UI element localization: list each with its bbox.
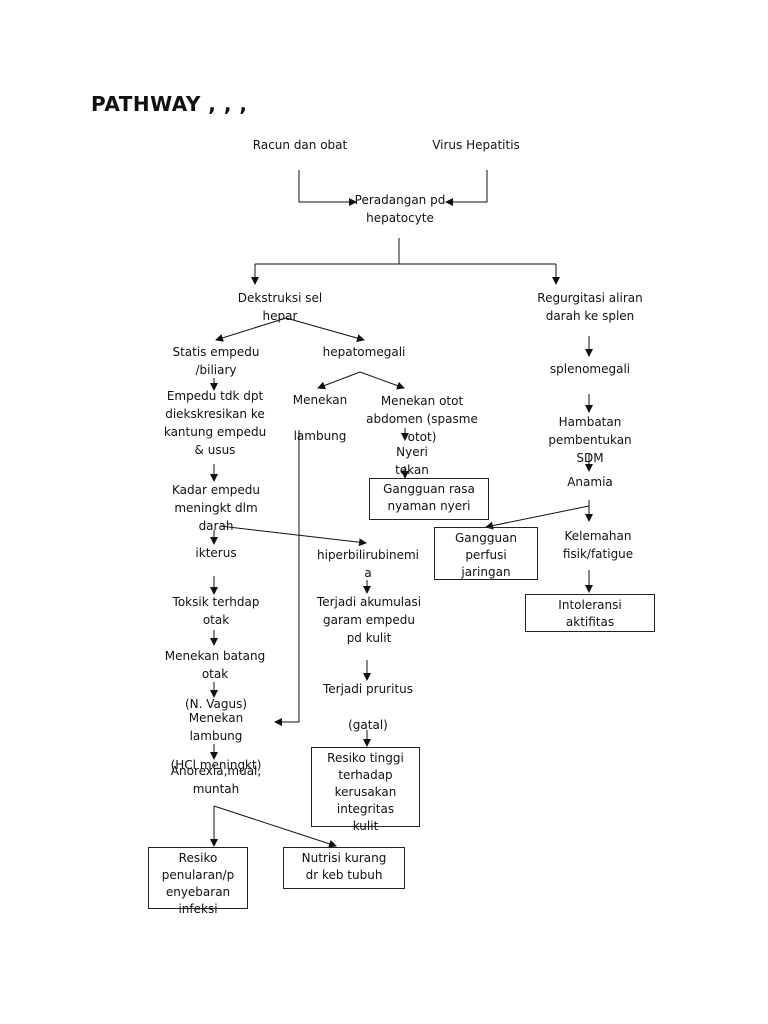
connector-anamia-perfusi	[485, 505, 590, 530]
node-statis-empedu: Statis empedu /biliary	[172, 345, 260, 377]
node-peradangan: Peradangan pd hepatocyte	[354, 193, 446, 225]
node-dekstruksi-sel: Dekstruksi sel hepar	[237, 291, 323, 323]
connector-hepato-otot	[359, 371, 405, 390]
node-hepatomegali: hepatomegali	[322, 345, 406, 359]
node-kadar-empedu: Kadar empedu meningkt dlm darah	[171, 483, 261, 533]
node-virus-hepatitis: Virus Hepatitis	[432, 138, 520, 152]
box-resiko-penularan: Resiko penularan/p enyebaran infeksi	[148, 847, 248, 916]
node-hiperbilirubinemia: hiperbilirubinemi a	[317, 548, 419, 580]
page-title: PATHWAY , , ,	[91, 92, 248, 116]
node-nyeri-tekan: Nyeri tekan	[395, 445, 429, 477]
node-n-vagus: (N. Vagus)	[184, 697, 248, 711]
box-intoleransi-aktifitas: Intoleransi aktifitas	[525, 594, 655, 632]
node-anamia: Anamia	[567, 475, 613, 489]
node-regurgitasi: Regurgitasi aliran darah ke splen	[537, 291, 643, 323]
box-gangguan-rasa-nyaman: Gangguan rasa nyaman nyeri	[369, 478, 489, 520]
node-hambatan: Hambatan pembentukan SDM	[548, 415, 632, 465]
box-gangguan-perfusi: Gangguan perfusi jaringan	[434, 527, 538, 580]
node-hcl-meningkt: (HCl meningkt)	[170, 758, 262, 772]
node-menekan-lambung-1: Menekan lambung	[292, 393, 348, 443]
node-akumulasi-garam: Terjadi akumulasi garam empedu pd kulit	[316, 595, 422, 645]
node-menekan-otot: Menekan otot abdomen (spasme otot)	[366, 394, 478, 444]
node-empedu-tdk-dpt: Empedu tdk dpt diekskresikan ke kantung …	[163, 389, 267, 457]
node-kelemahan: Kelemahan fisik/fatigue	[562, 529, 634, 561]
node-ikterus: ikterus	[195, 546, 237, 560]
box-nutrisi-kurang: Nutrisi kurang dr keb tubuh	[283, 847, 405, 889]
box-resiko-integritas-kulit: Resiko tinggi terhadap kerusakan integri…	[311, 747, 420, 833]
connector-hepato-menekan1	[317, 371, 361, 390]
node-menekan-lambung-2: Menekan lambung	[188, 711, 244, 743]
node-splenomegali: splenomegali	[549, 362, 631, 376]
node-toksik: Toksik terhdap otak	[172, 595, 260, 627]
node-racun-dan-obat: Racun dan obat	[252, 138, 348, 152]
node-pruritus: Terjadi pruritus (gatal)	[322, 682, 414, 732]
node-menekan-batang: Menekan batang otak	[164, 649, 266, 681]
node-anorexia: Anorexia,mual, muntah	[170, 764, 262, 796]
